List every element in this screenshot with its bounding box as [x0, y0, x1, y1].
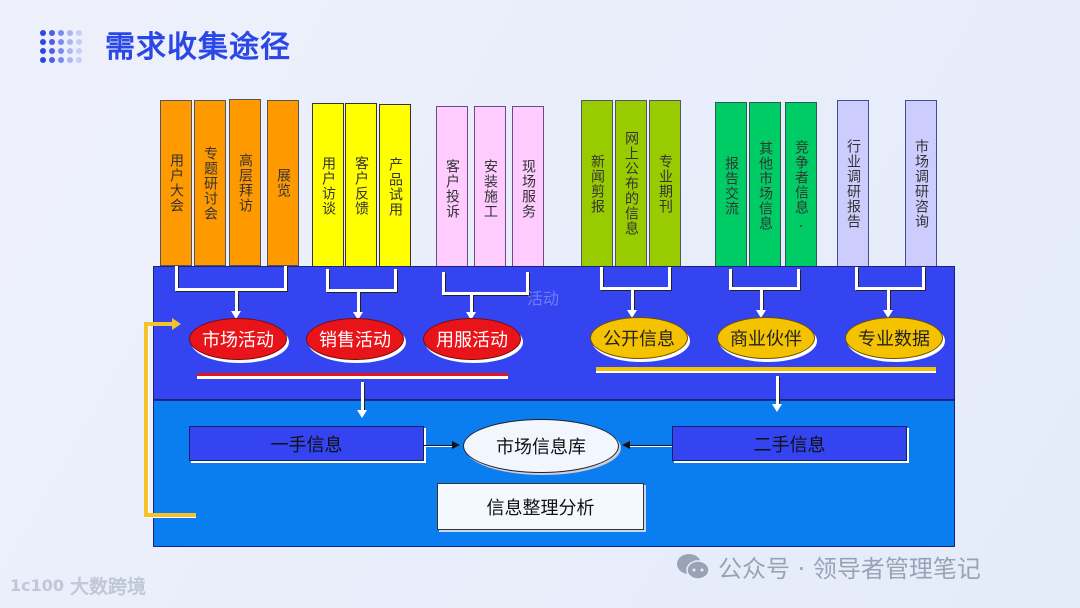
source-item: 用户大会 — [160, 100, 192, 266]
category-business-partner: 商业伙伴 — [717, 317, 815, 359]
category-sales-activity: 销售活动 — [306, 318, 404, 360]
activity-label: 活动 — [527, 289, 560, 308]
analysis-label: 信息整理分析 — [486, 497, 595, 519]
source-item: 现场服务 — [512, 106, 544, 272]
source-item: 其他市场信息 — [749, 102, 781, 269]
source-label: 客户反馈 — [353, 156, 369, 216]
info-analysis-box: 信息整理分析 — [437, 483, 644, 530]
first-hand-label: 一手信息 — [270, 434, 343, 456]
source-label: 新闻剪报 — [589, 153, 605, 214]
feedback-line-top — [144, 322, 174, 326]
arrow-first-to-db — [424, 445, 456, 446]
source-item: 产品试用 — [379, 104, 411, 269]
source-label: 竞争者信息. — [793, 139, 809, 232]
brand-logo-icon: 1c100 — [10, 576, 65, 595]
source-label: 现场服务 — [520, 159, 536, 219]
source-item: 用户访谈 — [312, 103, 344, 269]
source-item: 高层拜访 — [229, 99, 261, 266]
source-item: 报告交流 — [715, 102, 747, 269]
source-item: 竞争者信息. — [785, 102, 817, 269]
source-label: 专业期刊 — [657, 153, 673, 214]
database-label: 市场信息库 — [496, 437, 586, 458]
source-label: 客户投诉 — [444, 159, 460, 219]
source-label: 用户访谈 — [320, 156, 336, 216]
source-label: 产品试用 — [387, 156, 403, 217]
wechat-icon — [677, 553, 710, 580]
category-label: 用服活动 — [436, 330, 508, 351]
source-label: 专题研讨会 — [202, 145, 218, 221]
arrow-left-icon — [622, 441, 630, 449]
source-item: 展览 — [267, 100, 299, 266]
source-item: 网上公布的信息 — [615, 100, 647, 267]
source-label: 行业调研报告 — [845, 138, 861, 229]
feedback-line-bottom — [144, 513, 196, 517]
source-item: 新闻剪报 — [581, 100, 613, 267]
category-label: 销售活动 — [319, 330, 391, 351]
category-professional-data: 专业数据 — [845, 317, 943, 359]
arrow-head-icon — [357, 410, 367, 418]
source-item: 客户投诉 — [436, 106, 468, 272]
arrow-second-to-db — [628, 445, 672, 446]
category-label: 市场活动 — [202, 330, 274, 351]
category-label: 专业数据 — [858, 329, 930, 350]
source-label: 其他市场信息 — [757, 140, 773, 231]
watermark-right-text: 公众号 · 领导者管理笔记 — [718, 555, 981, 583]
feedback-arrow-icon — [172, 318, 181, 330]
first-hand-underline — [197, 373, 508, 376]
watermark-right: 公众号 · 领导者管理笔记 — [676, 549, 981, 584]
source-label: 高层拜访 — [237, 152, 253, 213]
source-label: 市场调研咨询 — [913, 139, 929, 229]
second-hand-label: 二手信息 — [753, 434, 826, 456]
arrow-right-icon — [452, 441, 460, 449]
source-label: 网上公布的信息 — [623, 131, 639, 236]
market-info-database: 市场信息库 — [463, 419, 619, 473]
source-label: 用户大会 — [168, 153, 184, 213]
arrow-to-second-hand — [776, 376, 779, 406]
watermark-left: 1c100 大数跨境 — [10, 572, 146, 599]
category-label: 公开信息 — [603, 329, 675, 350]
source-item: 专业期刊 — [649, 100, 681, 267]
watermark-left-text: 大数跨境 — [70, 576, 147, 598]
category-label: 商业伙伴 — [730, 329, 802, 350]
second-hand-info-box: 二手信息 — [672, 426, 907, 461]
first-hand-info-box: 一手信息 — [189, 426, 424, 461]
source-item: 客户反馈 — [345, 103, 377, 269]
feedback-line — [144, 322, 148, 515]
source-label: 报告交流 — [723, 155, 739, 216]
source-label: 展览 — [275, 168, 291, 198]
arrow-head-icon — [772, 404, 782, 412]
category-public-info: 公开信息 — [590, 317, 688, 359]
source-label: 安装施工 — [482, 159, 498, 219]
category-service-activity: 用服活动 — [423, 318, 521, 360]
source-item: 市场调研咨询 — [905, 100, 937, 268]
second-hand-underline — [596, 367, 936, 371]
page-title: 需求收集途径 — [105, 30, 291, 65]
header-dots-icon — [40, 30, 88, 68]
source-item: 专题研讨会 — [194, 100, 226, 266]
arrow-to-first-hand — [361, 382, 364, 412]
source-item: 安装施工 — [474, 106, 506, 272]
category-market-activity: 市场活动 — [189, 318, 287, 360]
source-item: 行业调研报告 — [837, 100, 869, 267]
